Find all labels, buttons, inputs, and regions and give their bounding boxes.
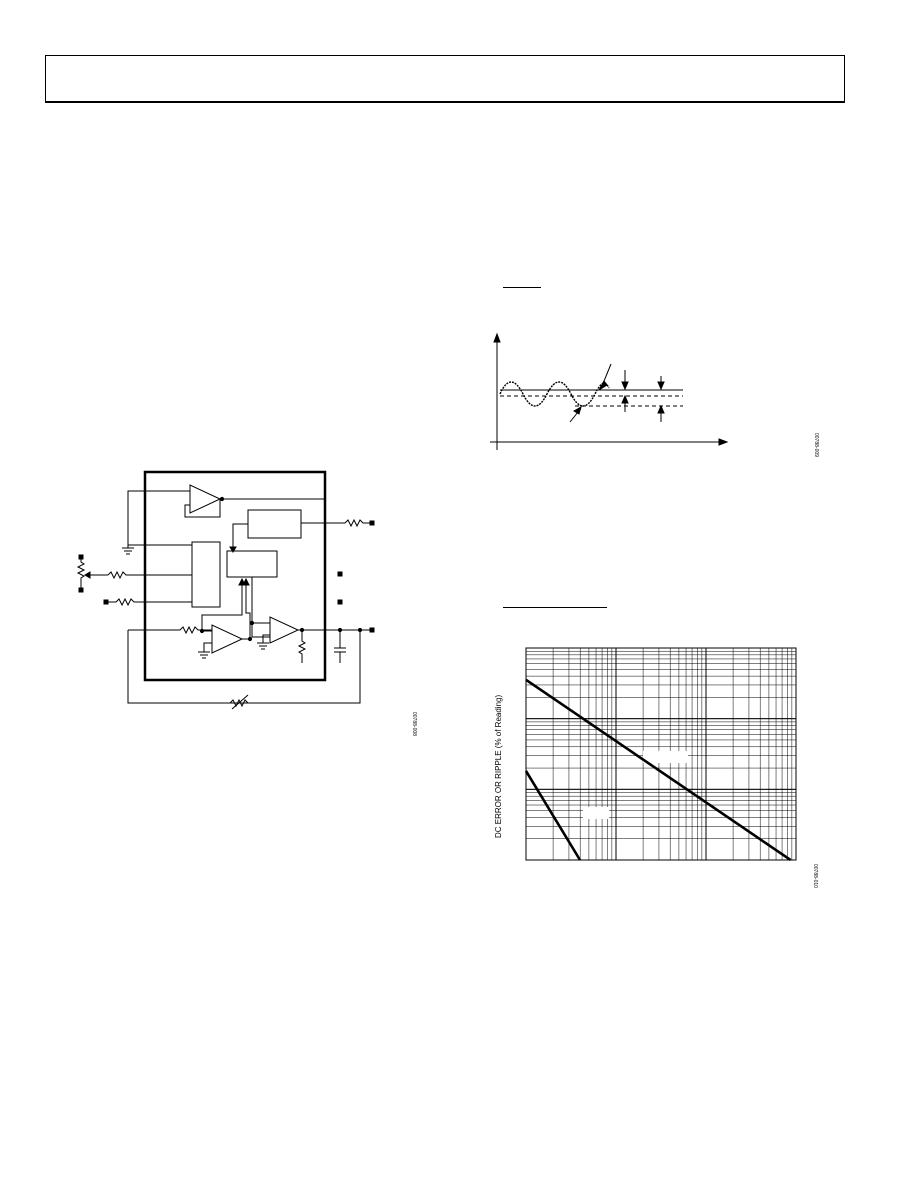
error-chart [525,647,797,861]
figure-label-underline-1 [503,287,541,288]
figure-ref-error-chart: 00788-010 [812,864,818,888]
chart-series-line [525,678,792,861]
chip-outline [143,470,327,682]
block-upper [247,509,302,539]
figure-ref-ripple-waveform: 00788-009 [813,433,819,457]
block-center [226,550,278,578]
ripple-waveform [499,381,610,407]
block-tall [191,541,221,608]
page-header-frame [45,55,845,103]
figure-label-underline-2 [503,607,607,608]
chart-label-gap [583,807,609,819]
buffer-amp [189,484,222,514]
amp-lower-right [269,616,300,644]
chart-label-gap [643,751,688,763]
block-diagram-figure [76,470,375,710]
figure-ref-block-diagram: 00788-008 [411,712,417,736]
amp-lower-left [211,624,244,654]
chart-series-line [525,770,582,861]
chart-y-axis-label: DC ERROR OR RIPPLE (% of Reading) [494,694,503,838]
ripple-waveform-figure [490,332,729,450]
